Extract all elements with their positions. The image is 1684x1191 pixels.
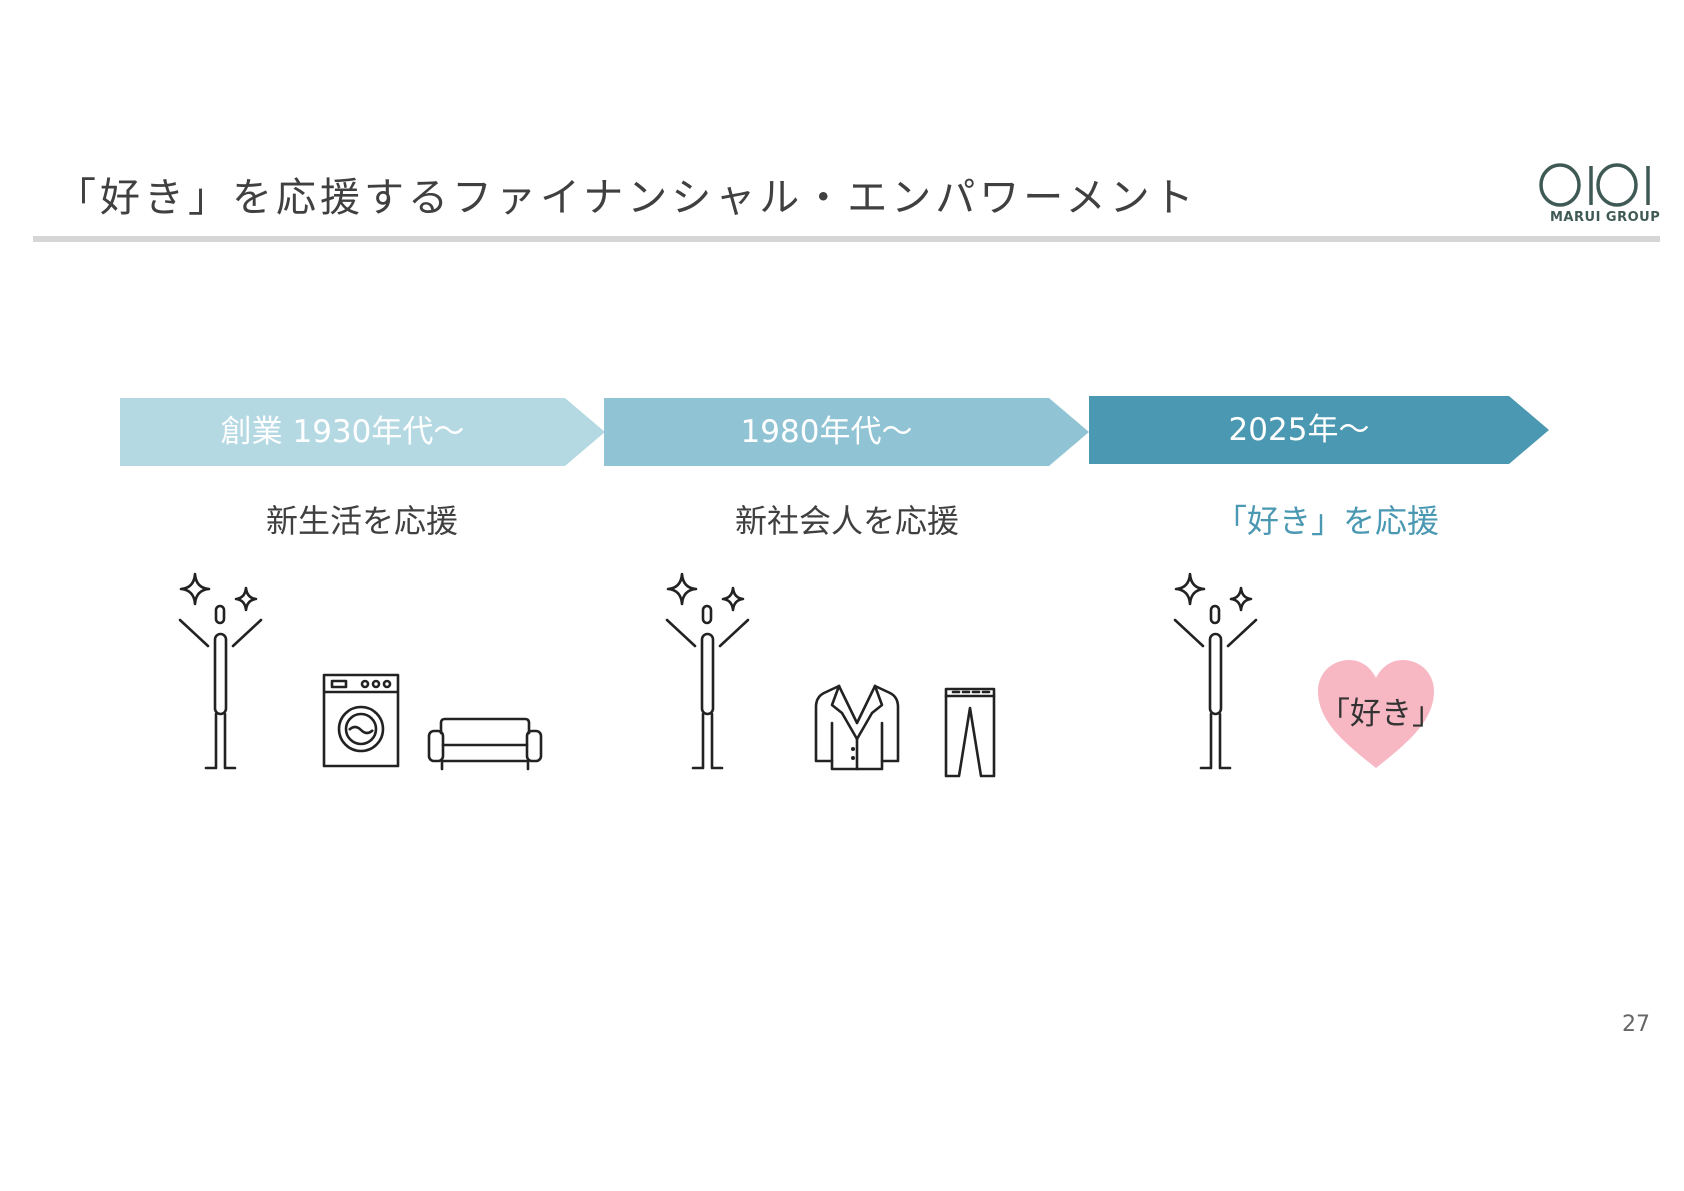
header-divider bbox=[33, 236, 1660, 242]
arrow-label: 2025年〜 bbox=[1228, 412, 1370, 448]
arrow-label: 創業 1930年代〜 bbox=[220, 414, 465, 450]
subtitle-new-worker: 新社会人を応援 bbox=[734, 502, 959, 540]
arrow-shape bbox=[604, 398, 1089, 466]
person-cheering-icon bbox=[665, 572, 750, 770]
person-cheering-icon bbox=[1173, 572, 1258, 770]
logo-text: MARUI GROUP bbox=[1550, 210, 1661, 225]
arrow-label: 1980年代〜 bbox=[740, 414, 913, 450]
sofa-icon bbox=[427, 717, 543, 771]
page-number: 27 bbox=[1622, 1012, 1650, 1037]
timeline-arrow-2025: 2025年〜 bbox=[1089, 396, 1549, 464]
subtitle-suki: 「好き」を応援 bbox=[1214, 502, 1439, 540]
jacket-icon bbox=[814, 684, 900, 771]
timeline-arrow-1980: 1980年代〜 bbox=[604, 398, 1089, 466]
timeline-arrow-1930: 創業 1930年代〜 bbox=[120, 398, 605, 466]
page-title: 「好き」を応援するファイナンシャル・エンパワーメント bbox=[56, 175, 1198, 221]
pants-icon bbox=[944, 687, 996, 778]
arrow-shape bbox=[120, 398, 605, 466]
person-cheering-icon bbox=[178, 572, 263, 770]
heart-label: 「好き」 bbox=[1319, 696, 1443, 732]
arrow-shape bbox=[1089, 396, 1549, 464]
subtitle-new-life: 新生活を応援 bbox=[265, 502, 458, 540]
washing-machine-icon bbox=[322, 673, 400, 768]
marui-logo bbox=[1539, 163, 1650, 207]
heart-icon bbox=[1318, 660, 1434, 768]
